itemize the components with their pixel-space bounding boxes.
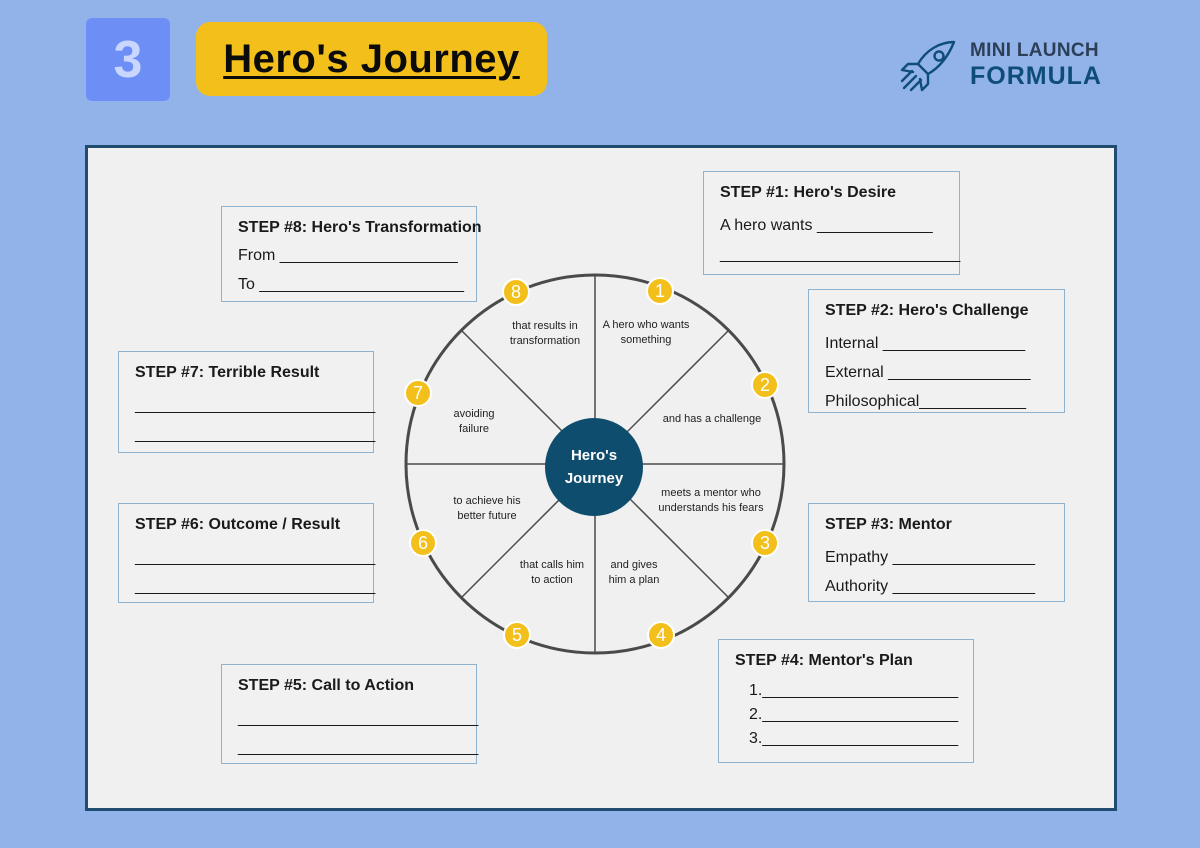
step-1-title: STEP #1: Hero's Desire [720,184,897,201]
step-number-1: 1 [646,277,674,305]
step-8-field-from[interactable]: From ____________________ [238,247,458,264]
hub-label-line1: Hero's [570,447,618,464]
step-number-2: 2 [751,371,779,399]
step-5-title: STEP #5: Call to Action [238,677,415,694]
step-1-box: STEP #1: Hero's Desire A hero wants ____… [703,171,960,275]
step-8-title: STEP #8: Hero's Transformation [238,219,482,236]
hub-label-line2: Journey [564,470,624,487]
step-4-field[interactable]: 3.______________________ [749,730,959,747]
segment-5-line1: that calls him [519,559,585,571]
step-2-field-external[interactable]: External ________________ [825,364,1031,381]
step-4-field[interactable]: 2.______________________ [749,706,959,723]
step-5-box: STEP #5: Call to Action ________________… [221,664,479,764]
segment-5-line2: to action [531,574,573,586]
segment-1-line2: something [620,334,672,346]
step-6-box: STEP #6: Outcome / Result ______________… [118,503,376,603]
page-title-pill: Hero's Journey [196,22,547,96]
step-4-field[interactable]: 1.______________________ [749,682,959,699]
brand-logo: MINI LAUNCH FORMULA [896,36,1116,98]
step-2-title: STEP #2: Hero's Challenge [825,302,1029,319]
step-2-field-philosophical[interactable]: Philosophical____________ [825,393,1027,410]
segment-6-line1: to achieve his [453,495,521,507]
hub-label: Hero's Journey [549,444,639,490]
step-6-field[interactable]: ___________________________ [135,549,376,566]
step-number-3: 3 [751,529,779,557]
segment-6-line2: better future [457,510,517,522]
segment-3-text: meets a mentor who understands his fears [646,486,776,516]
segment-4-line1: and gives [610,559,658,571]
step-7-box: STEP #7: Terrible Result _______________… [118,351,376,453]
segment-2-line1: and has a challenge [662,413,762,425]
step-2-field-internal[interactable]: Internal ________________ [825,335,1026,352]
page-title: Hero's Journey [223,36,520,81]
segment-4-line2: him a plan [608,574,660,586]
step-6-field[interactable]: ___________________________ [135,578,376,595]
step-number-5: 5 [503,621,531,649]
segment-7-line2: failure [459,423,489,435]
step-7-field[interactable]: ___________________________ [135,397,376,414]
step-6-title: STEP #6: Outcome / Result [135,516,341,533]
logo-text-top: MINI LAUNCH [970,40,1099,61]
segment-7-text: avoiding failure [409,407,539,437]
segment-3-line1: meets a mentor who [661,487,761,499]
step-1-field[interactable]: A hero wants _____________ [720,217,933,234]
segment-8-text: that results in transformation [480,319,610,349]
step-7-title: STEP #7: Terrible Result [135,364,320,381]
step-8-field-to[interactable]: To _______________________ [238,276,465,293]
step-7-field[interactable]: ___________________________ [135,426,376,443]
step-number-4: 4 [647,621,675,649]
segment-7-line1: avoiding [453,408,495,420]
segment-5-text: that calls him to action [487,558,617,588]
segment-2-text: and has a challenge [647,412,777,427]
rocket-icon [900,40,956,92]
step-4-box: STEP #4: Mentor's Plan 1._______________… [718,639,974,763]
step-3-field-authority[interactable]: Authority ________________ [825,578,1035,595]
segment-6-text: to achieve his better future [422,494,552,524]
segment-4-text: and gives him a plan [569,558,699,588]
step-1-field[interactable]: ___________________________ [720,246,961,263]
step-5-field[interactable]: ___________________________ [238,710,479,727]
step-number-8: 8 [502,278,530,306]
step-number-6: 6 [409,529,437,557]
step-8-box: STEP #8: Hero's Transformation From ____… [221,206,482,302]
step-number-7: 7 [404,379,432,407]
segment-1-line1: A hero who wants [602,319,690,331]
logo-text-bottom: FORMULA [970,62,1102,90]
step-5-field[interactable]: ___________________________ [238,739,479,756]
segment-8-line2: transformation [509,335,581,347]
segment-8-line1: that results in [512,320,578,332]
step-3-title: STEP #3: Mentor [825,516,952,533]
segment-3-line2: understands his fears [658,502,764,514]
step-2-box: STEP #2: Hero's Challenge Internal _____… [808,289,1065,413]
step-3-field-empathy[interactable]: Empathy ________________ [825,549,1035,566]
wheel-hub [545,418,643,516]
segment-1-text: A hero who wants something [581,318,711,348]
step-4-title: STEP #4: Mentor's Plan [735,652,913,669]
section-number-badge: 3 [86,18,170,101]
step-3-box: STEP #3: Mentor Empathy ________________… [808,503,1065,602]
